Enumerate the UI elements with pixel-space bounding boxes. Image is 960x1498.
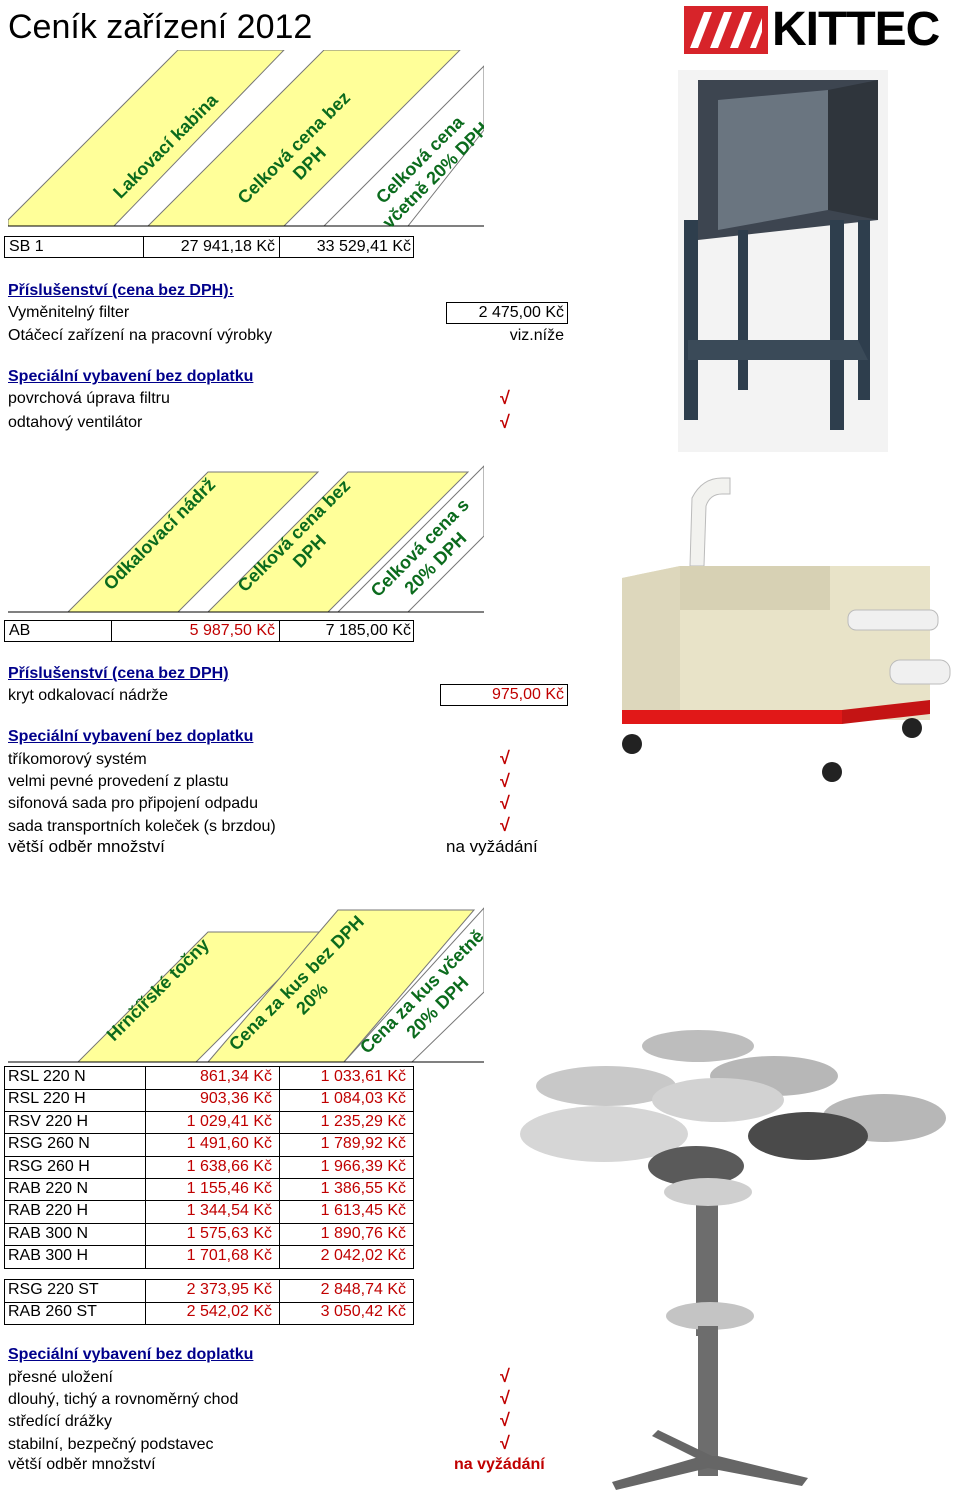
price-net: 1 344,54 Kč (186, 1202, 272, 1220)
price-gross: 1 235,29 Kč (320, 1112, 406, 1130)
tank-illustration (622, 477, 951, 782)
bulk-label: větší odběr množství (8, 837, 165, 856)
price-net: 903,36 Kč (199, 1090, 272, 1108)
product-code: SB 1 (9, 238, 44, 255)
turntables-stand-table (4, 1279, 414, 1325)
price-net: 1 029,41 Kč (186, 1112, 272, 1130)
special-item: sada transportních koleček (s brzdou) (8, 818, 276, 835)
price-net: 2 373,95 Kč (186, 1281, 272, 1298)
kittec-logo: KITTEC (684, 4, 956, 56)
header-banner-shape (8, 465, 484, 613)
page-title: Ceník zařízení 2012 (8, 8, 313, 46)
logo-text: KITTEC (772, 3, 940, 56)
header-banner-shape (8, 907, 484, 1063)
section3-header: Hrnčířské točny Cena za kus bez DPH 20% … (8, 896, 484, 1064)
price-gross: 2 848,74 Kč (320, 1281, 406, 1298)
special-item: povrchová úprava filtru (8, 390, 170, 407)
price-gross: 2 042,02 Kč (320, 1247, 406, 1265)
check-icon: √ (500, 388, 510, 408)
special-item: přesné uložení (8, 1369, 113, 1386)
bulk-value: na vyžádání (454, 1456, 545, 1473)
product-code: RAB 260 ST (8, 1303, 97, 1321)
check-icon: √ (500, 1433, 510, 1453)
product-code: RSG 260 N (8, 1135, 90, 1153)
bulk-label: větší odběr množství (8, 1456, 156, 1473)
accessory-label: kryt odkalovací nádrže (8, 687, 169, 704)
accessory-value-box (446, 302, 568, 324)
section2-header: Odkalovací nádrž Celková cena bez DPH Ce… (8, 440, 484, 614)
product-code: RAB 300 H (8, 1247, 89, 1265)
price-net: 1 638,66 Kč (186, 1157, 272, 1175)
special-item: sifonová sada pro připojení odpadu (8, 795, 258, 812)
price-gross: 3 050,42 Kč (320, 1303, 406, 1321)
special-title: Speciální vybavení bez doplatku (8, 1346, 254, 1363)
lacquering-cabin-image (678, 70, 888, 452)
special-title: Speciální vybavení bez doplatku (8, 368, 254, 385)
section1-header: Lakovací kabina Celková cena bez DPH Cel… (8, 50, 484, 228)
turntables-image (512, 1016, 952, 1494)
special-item: odtahový ventilátor (8, 414, 143, 431)
product-code: RAB 300 N (8, 1224, 89, 1242)
price-net: 1 491,60 Kč (186, 1135, 272, 1153)
accessories-title: Příslušenství (cena bez DPH) (8, 665, 229, 682)
check-icon: √ (500, 748, 510, 768)
logo-mark-icon (684, 6, 768, 54)
price-gross: 1 789,92 Kč (320, 1135, 406, 1153)
price-net: 861,34 Kč (199, 1068, 272, 1085)
product-code: RAB 220 H (8, 1202, 89, 1220)
price-gross: 1 966,39 Kč (320, 1157, 406, 1175)
check-icon: √ (500, 1388, 510, 1408)
check-icon: √ (500, 1410, 510, 1430)
special-item: velmi pevné provedení z plastu (8, 773, 229, 790)
price-net: 5 987,50 Kč (189, 622, 275, 639)
accessory-label: Otáčecí zařízení na pracovní výrobky (8, 327, 273, 344)
price-gross: 1 033,61 Kč (320, 1068, 406, 1085)
header-banner-shape (8, 50, 484, 227)
price-net: 1 155,46 Kč (186, 1180, 272, 1197)
special-item: dlouhý, tichý a rovnoměrný chod (8, 1391, 239, 1408)
price-gross: 33 529,41 Kč (316, 238, 411, 255)
accessories-title: Příslušenství (cena bez DPH): (8, 282, 234, 299)
price-net: 27 941,18 Kč (180, 238, 275, 255)
section1-row: SB 1 27 941,18 Kč 33 529,41 Kč (4, 236, 414, 258)
price-gross: 1 890,76 Kč (320, 1224, 406, 1242)
bulk-value: na vyžádání (446, 837, 538, 856)
cabin-illustration (678, 70, 888, 452)
turntables-illustration (520, 1030, 946, 1490)
price-gross: 1 084,03 Kč (320, 1090, 406, 1108)
price-net: 2 542,02 Kč (186, 1303, 272, 1321)
sludge-tank-image (600, 470, 960, 790)
check-icon: √ (500, 771, 510, 791)
product-code: RAB 220 N (8, 1180, 89, 1197)
product-code: RSL 220 N (8, 1068, 86, 1085)
check-icon: √ (500, 793, 510, 813)
special-item: tříkomorový systém (8, 751, 147, 768)
accessory-label: Vyměnitelný filter (8, 304, 130, 321)
product-code: RSG 260 H (8, 1157, 90, 1175)
check-icon: √ (500, 1366, 510, 1386)
product-code: RSL 220 H (8, 1090, 86, 1108)
special-item: stabilní, bezpečný podstavec (8, 1436, 214, 1453)
price-net: 1 575,63 Kč (186, 1224, 272, 1242)
accessory-value-box (440, 684, 568, 706)
accessory-value: viz.níže (509, 327, 564, 344)
special-item: středící drážky (8, 1413, 113, 1430)
price-gross: 1 386,55 Kč (320, 1180, 406, 1197)
product-code: RSV 220 H (8, 1112, 89, 1130)
price-net: 1 701,68 Kč (186, 1247, 272, 1265)
product-code: AB (9, 622, 31, 639)
price-gross: 1 613,45 Kč (320, 1202, 406, 1220)
price-gross: 7 185,00 Kč (325, 622, 411, 639)
section2-row: AB 5 987,50 Kč 7 185,00 Kč (4, 620, 414, 642)
check-icon: √ (500, 412, 510, 432)
product-code: RSG 220 ST (8, 1281, 99, 1298)
accessory-value: 975,00 Kč (491, 686, 564, 703)
check-icon: √ (500, 815, 510, 835)
turntables-table (4, 1066, 414, 1269)
special-title: Speciální vybavení bez doplatku (8, 728, 254, 745)
accessory-value: 2 475,00 Kč (478, 304, 564, 321)
